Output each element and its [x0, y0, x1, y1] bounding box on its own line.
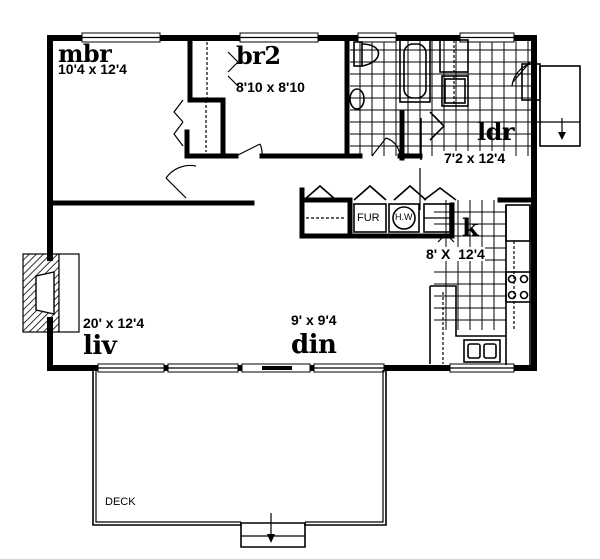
room-dimensions-din: 9' x 9'4	[291, 312, 337, 328]
room-name-ldr: ldr	[477, 117, 515, 146]
room-name-br2: br2	[236, 41, 281, 70]
windows	[81, 32, 515, 373]
room-name-din: din	[291, 330, 337, 360]
room-name-kitchen: k	[462, 213, 479, 242]
kitchen-counters	[429, 204, 533, 365]
interior-walls	[47, 35, 537, 239]
utility-closets	[299, 168, 457, 243]
deck-outline	[92, 370, 387, 548]
water-heater-label: H.W	[395, 212, 413, 222]
doors	[165, 61, 531, 199]
room-dimensions-liv: 20' x 12'4	[83, 315, 145, 331]
furnace-label: FUR	[357, 212, 380, 224]
rear-stairs	[521, 63, 581, 147]
room-dimensions-ldr: 7'2 x 12'4	[442, 150, 508, 166]
fireplace	[22, 253, 80, 333]
deck-label: DECK	[105, 496, 136, 508]
closets	[173, 42, 239, 152]
kitchen-tile-floor	[434, 200, 506, 330]
bathroom-fixtures	[349, 39, 469, 160]
room-name-mbr: mbr	[58, 39, 112, 68]
room-name-liv: liv	[83, 331, 117, 361]
room-dimensions-br2: 8'10 x 8'10	[236, 79, 305, 95]
room-dimensions-mbr: 10'4 x 12'4	[58, 61, 127, 77]
room-dimensions-kitchen: 8' X 12'4	[426, 246, 485, 262]
